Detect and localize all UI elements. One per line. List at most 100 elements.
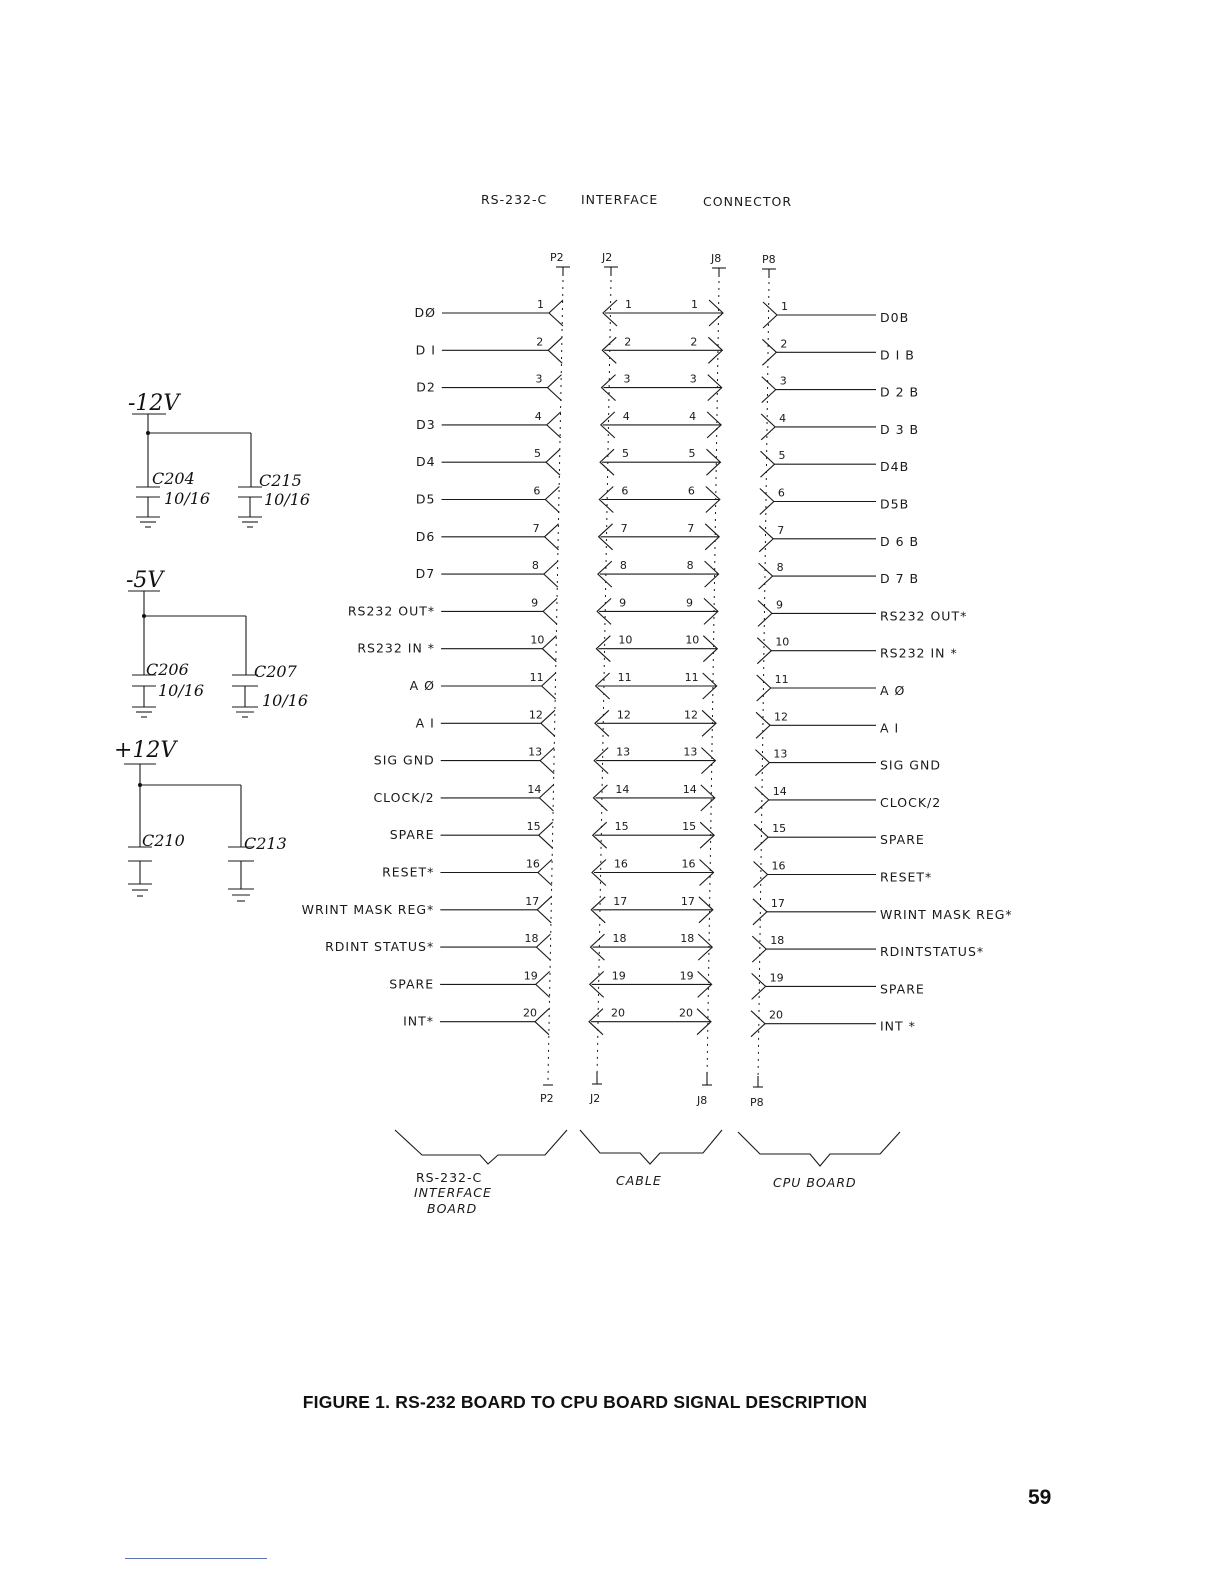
left-signal-label: RS232 OUT* [348,603,435,618]
cap-ref-c207: C207 [254,662,298,681]
pin-number-p8: 16 [772,860,786,873]
cap-value-c215: 10/16 [264,490,310,509]
left-signal-label: D7 [416,566,436,581]
pin-number-j8: 19 [680,969,694,982]
pin-number-j2: 2 [624,335,631,348]
pin-number-j8: 14 [683,783,697,796]
left-signal-label: SPARE [389,976,434,991]
j2-contact [588,1008,604,1036]
p8-contact [761,338,778,366]
right-signal-label: RS232 OUT* [880,608,967,623]
pin-number-j2: 9 [619,596,626,609]
right-signal-label: D4B [880,459,909,474]
group-label-interface-board-1: RS-232-C [416,1170,482,1185]
j8-contact [706,448,722,476]
j2-contact [599,411,616,439]
pin-number-j2: 14 [615,783,629,796]
left-signal-label: WRINT MASK REG* [302,902,435,917]
pin-number-p2: 13 [528,746,542,759]
p8-contact [753,861,769,888]
pin-number-j2: 8 [620,559,627,572]
j2-contact [591,859,607,886]
pin-number-j2: 6 [621,485,628,498]
pin-number-j8: 15 [682,820,696,833]
p8-contact [758,525,775,553]
j8-contact [702,672,718,700]
j2-contact [589,933,605,961]
left-signal-label: D5 [416,492,436,507]
pin-number-j2: 20 [611,1007,625,1020]
pin-number-j2: 1 [625,298,632,311]
right-signal-label: INT * [880,1019,916,1034]
p2-contact [540,709,556,737]
pin-number-p2: 7 [533,522,540,535]
j2-contact [595,635,611,663]
p2-contact [543,560,559,588]
left-signal-label: RS232 IN * [357,641,435,656]
p2-contact [547,336,563,364]
pin-number-j8: 7 [687,522,694,535]
pin-number-p2: 17 [525,895,539,908]
pin-number-p8: 8 [777,561,784,574]
right-signal-label: SIG GND [880,758,941,773]
left-signal-label: D3 [416,417,436,432]
right-signal-label: RS232 IN * [880,646,958,661]
cap-value-c206: 10/16 [158,681,204,700]
j8-contact [705,486,721,513]
j2-contact [597,523,613,551]
pin-number-j2: 4 [623,410,630,423]
j8-contact [700,784,716,812]
right-signal-label: SPARE [880,981,925,996]
pin-number-p2: 19 [524,969,538,982]
power-decoupling: -12V C204 10/16 C215 10/16 -5V C206 10/1… [114,391,310,902]
pin-number-j8: 11 [685,671,699,684]
pin-number-p2: 9 [531,596,538,609]
pin-number-j8: 3 [690,373,697,386]
cap-ref-c210: C210 [142,831,185,850]
pin-number-p2: 4 [535,410,542,423]
pin-number-p2: 15 [527,820,541,833]
cap-ref-c213: C213 [244,834,287,853]
left-signal-label: SPARE [390,827,435,842]
footer-rule [125,1558,267,1559]
pin-number-p8: 17 [771,897,785,910]
pin-number-j8: 18 [680,932,694,945]
group-label-interface-board-2: INTERFACE [414,1185,492,1200]
connector-label-p2-top: P2 [550,251,564,264]
right-signal-label: D 6 B [880,534,919,549]
left-signal-label: D I [416,342,436,357]
left-signal-label: CLOCK/2 [373,790,434,805]
pin-number-j2: 7 [621,522,628,535]
p8-contact [751,972,767,1000]
pin-number-p8: 10 [775,636,789,649]
j8-contact [699,859,715,886]
pin-number-j2: 11 [618,671,632,684]
j2-contact [597,560,613,588]
p2-contact [545,448,561,476]
j8-contact [696,1008,712,1036]
p8-contact [760,450,776,478]
j2-contact [590,896,606,924]
p2-contact [539,747,555,775]
j8-contact [698,896,714,924]
j8-contact [701,747,717,775]
p2-contact [537,821,554,849]
diagram-title-interface: INTERFACE [581,192,658,207]
right-signal-label: D 3 B [880,422,919,437]
pin-number-j8: 17 [681,895,695,908]
j2-contact [593,747,609,775]
p8-contact [761,376,777,404]
pin-number-p8: 5 [778,449,785,462]
p8-contact [754,786,770,814]
p8-contact [756,674,772,702]
connector-label-j2-top: J2 [601,251,612,264]
pin-number-p2: 20 [523,1007,537,1020]
pin-number-p8: 1 [781,300,788,313]
